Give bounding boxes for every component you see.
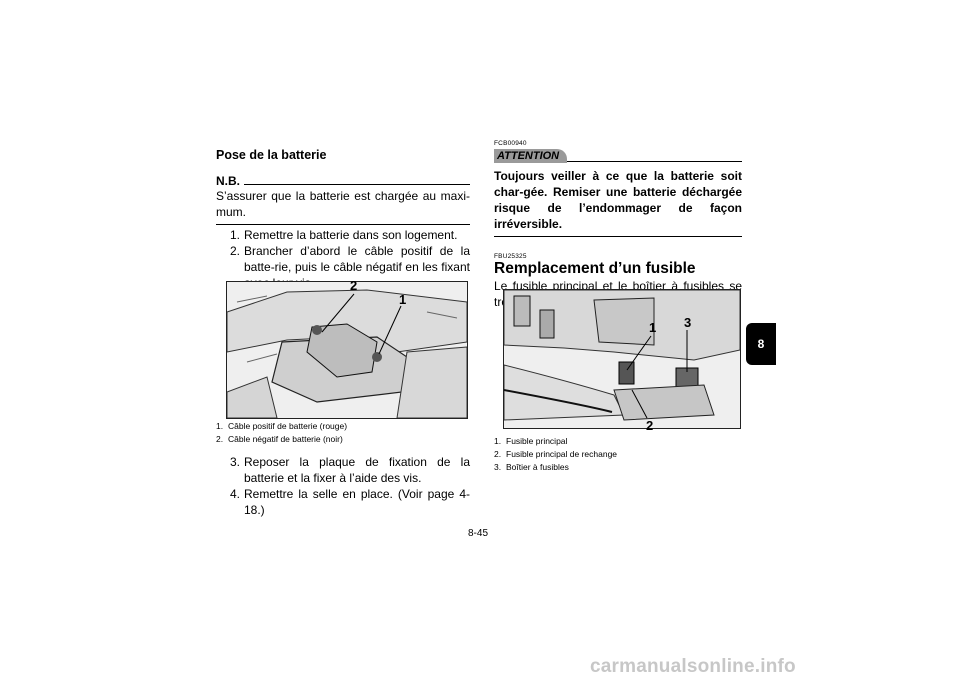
note-text: S’assurer que la batterie est chargée au…	[216, 189, 470, 219]
caption-item: 2.Câble négatif de batterie (noir)	[216, 434, 343, 444]
steps-list: 1. Remettre la batterie dans son logemen…	[216, 227, 470, 291]
page-number: 8-45	[468, 528, 489, 539]
caution-text: Toujours veiller à ce que la batterie so…	[494, 169, 742, 231]
battery-illustration	[226, 282, 468, 419]
figure-callout-1: 1	[399, 292, 407, 307]
note-rule	[244, 184, 470, 185]
figure-callout-3: 3	[684, 315, 692, 330]
step-number: 2.	[229, 244, 240, 258]
step-text: Reposer la plaque de fixation de la batt…	[244, 455, 470, 485]
caption-item: 3.Boîtier à fusibles	[494, 462, 569, 472]
list-item: 2. Brancher d’abord le câble positif de …	[216, 243, 470, 291]
note-title: N.B.	[216, 174, 240, 188]
right-figure-captions: 1.Fusible principal 2.Fusible principal …	[494, 435, 742, 474]
list-item: 1. Remettre la batterie dans son logemen…	[216, 227, 470, 243]
list-item: 4. Remettre la selle en place. (Voir pag…	[216, 486, 470, 518]
section-title-fuse: Remplacement d’un fusible	[494, 260, 696, 277]
caution-label: ATTENTION	[494, 149, 568, 163]
caution-header: ATTENTION	[494, 149, 742, 163]
caption-item: 1.Câble positif de batterie (rouge)	[216, 421, 348, 431]
step-text: Remettre la selle en place. (Voir page 4…	[244, 487, 470, 517]
left-figure-captions: 1.Câble positif de batterie (rouge) 2.Câ…	[216, 420, 470, 446]
note-block: N.B. S’assurer que la batterie est charg…	[216, 174, 470, 225]
caution-rule	[567, 161, 742, 162]
right-column: FCB00940 ATTENTION Toujours veiller à ce…	[494, 140, 742, 310]
section-code: FBU25325	[494, 253, 527, 260]
step-number: 4.	[229, 487, 240, 501]
figure-callout-1: 1	[649, 320, 657, 335]
watermark-text: carmanualsonline.info	[590, 656, 796, 677]
step-number: 1.	[229, 228, 240, 242]
caption-item: 2.Fusible principal de rechange	[494, 449, 618, 459]
figure-callout-2: 2	[350, 278, 358, 293]
chapter-tab: 8	[746, 323, 776, 365]
figure-callout-2: 2	[646, 418, 654, 433]
caption-item: 1.Fusible principal	[494, 436, 568, 446]
section-heading-battery-install: Pose de la batterie	[216, 148, 327, 162]
caution-end-rule	[494, 236, 742, 237]
step-number: 3.	[229, 455, 240, 469]
note-end-rule	[216, 224, 470, 225]
left-column: Pose de la batterie N.B. S’assurer que l…	[216, 140, 470, 291]
step-text: Brancher d’abord le câble positif de la …	[244, 244, 470, 290]
battery-cable-photo: 2 1	[226, 278, 468, 419]
caution-code: FCB00940	[494, 140, 527, 147]
steps-list-2: 3. Reposer la plaque de fixation de la b…	[216, 454, 470, 518]
list-item: 3. Reposer la plaque de fixation de la b…	[216, 454, 470, 486]
fuse-location-photo: 1 3 2	[503, 289, 741, 433]
fuse-illustration	[503, 289, 741, 428]
step-text: Remettre la batterie dans son logement.	[244, 228, 458, 242]
